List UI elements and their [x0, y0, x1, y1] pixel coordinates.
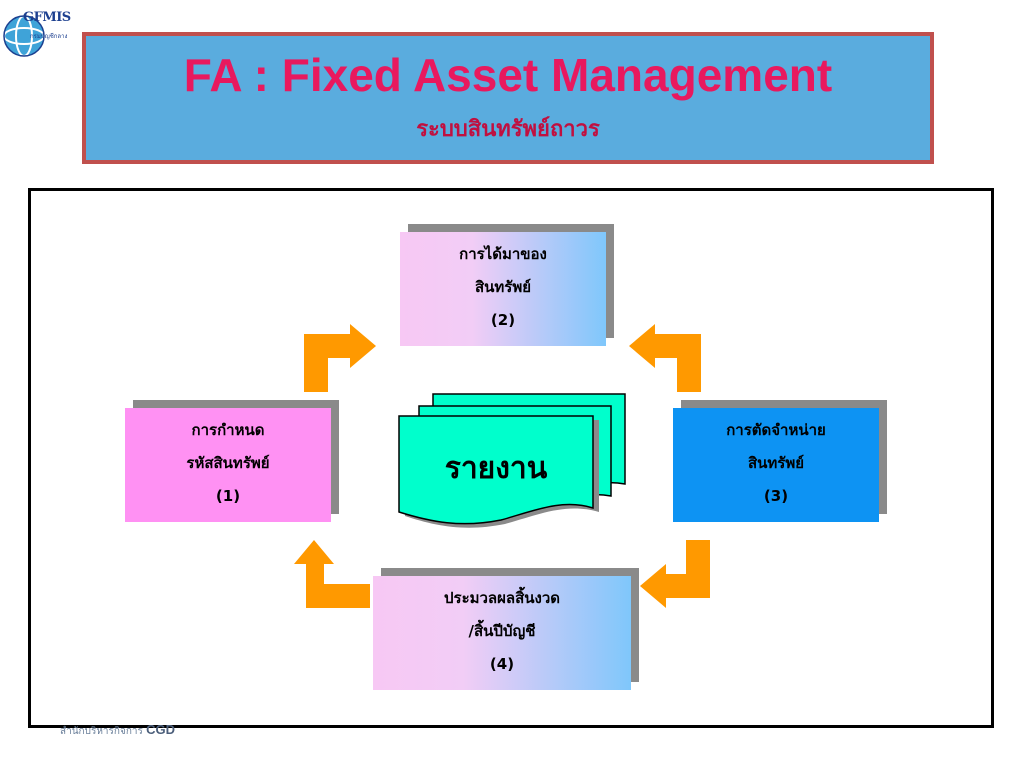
box-number: (2)	[490, 311, 516, 329]
arrow-2-to-3	[629, 324, 701, 392]
box-line-2: /สิ้นปีบัญชี	[468, 622, 536, 640]
process-box-disposal: การตัดจำหน่าย สินทรัพย์ (3)	[673, 408, 879, 522]
box-line-2: สินทรัพย์	[747, 454, 805, 472]
box-line-1: การตัดจำหน่าย	[726, 421, 826, 439]
box-number: (4)	[489, 655, 515, 673]
box-line-2: สินทรัพย์	[474, 278, 532, 296]
page-subtitle: ระบบสินทรัพย์ถาวร	[416, 116, 600, 141]
process-box-period-end: ประมวลผลสิ้นงวด /สิ้นปีบัญชี (4)	[373, 576, 631, 690]
process-box-asset-code: การกำหนด รหัสสินทรัพย์ (1)	[125, 408, 331, 522]
logo-text: GFMIS	[23, 10, 71, 25]
footer: สำนักบริหารกิจการ CGD	[60, 722, 175, 739]
report-label: รายงาน	[444, 451, 548, 486]
page-title: FA : Fixed Asset Management	[183, 49, 833, 101]
box-number: (3)	[763, 487, 789, 505]
box-line-2: รหัสสินทรัพย์	[186, 454, 270, 472]
arrow-3-to-4	[640, 540, 710, 608]
process-box-acquisition: การได้มาของ สินทรัพย์ (2)	[400, 232, 606, 346]
box-number: (1)	[215, 487, 241, 505]
footer-org: สำนักบริหารกิจการ	[60, 726, 143, 737]
box-line-1: การกำหนด	[191, 421, 265, 439]
box-line-1: การได้มาของ	[459, 245, 547, 263]
report-document-icon	[398, 393, 626, 528]
arrow-4-to-1	[294, 540, 370, 608]
footer-code: CGD	[146, 722, 175, 737]
arrow-1-to-2	[304, 324, 376, 392]
box-line-1: ประมวลผลสิ้นงวด	[443, 589, 560, 607]
title-banner: FA : Fixed Asset Management ระบบสินทรัพย…	[82, 32, 934, 164]
logo-subtext: กรมบัญชีกลาง	[30, 33, 68, 40]
